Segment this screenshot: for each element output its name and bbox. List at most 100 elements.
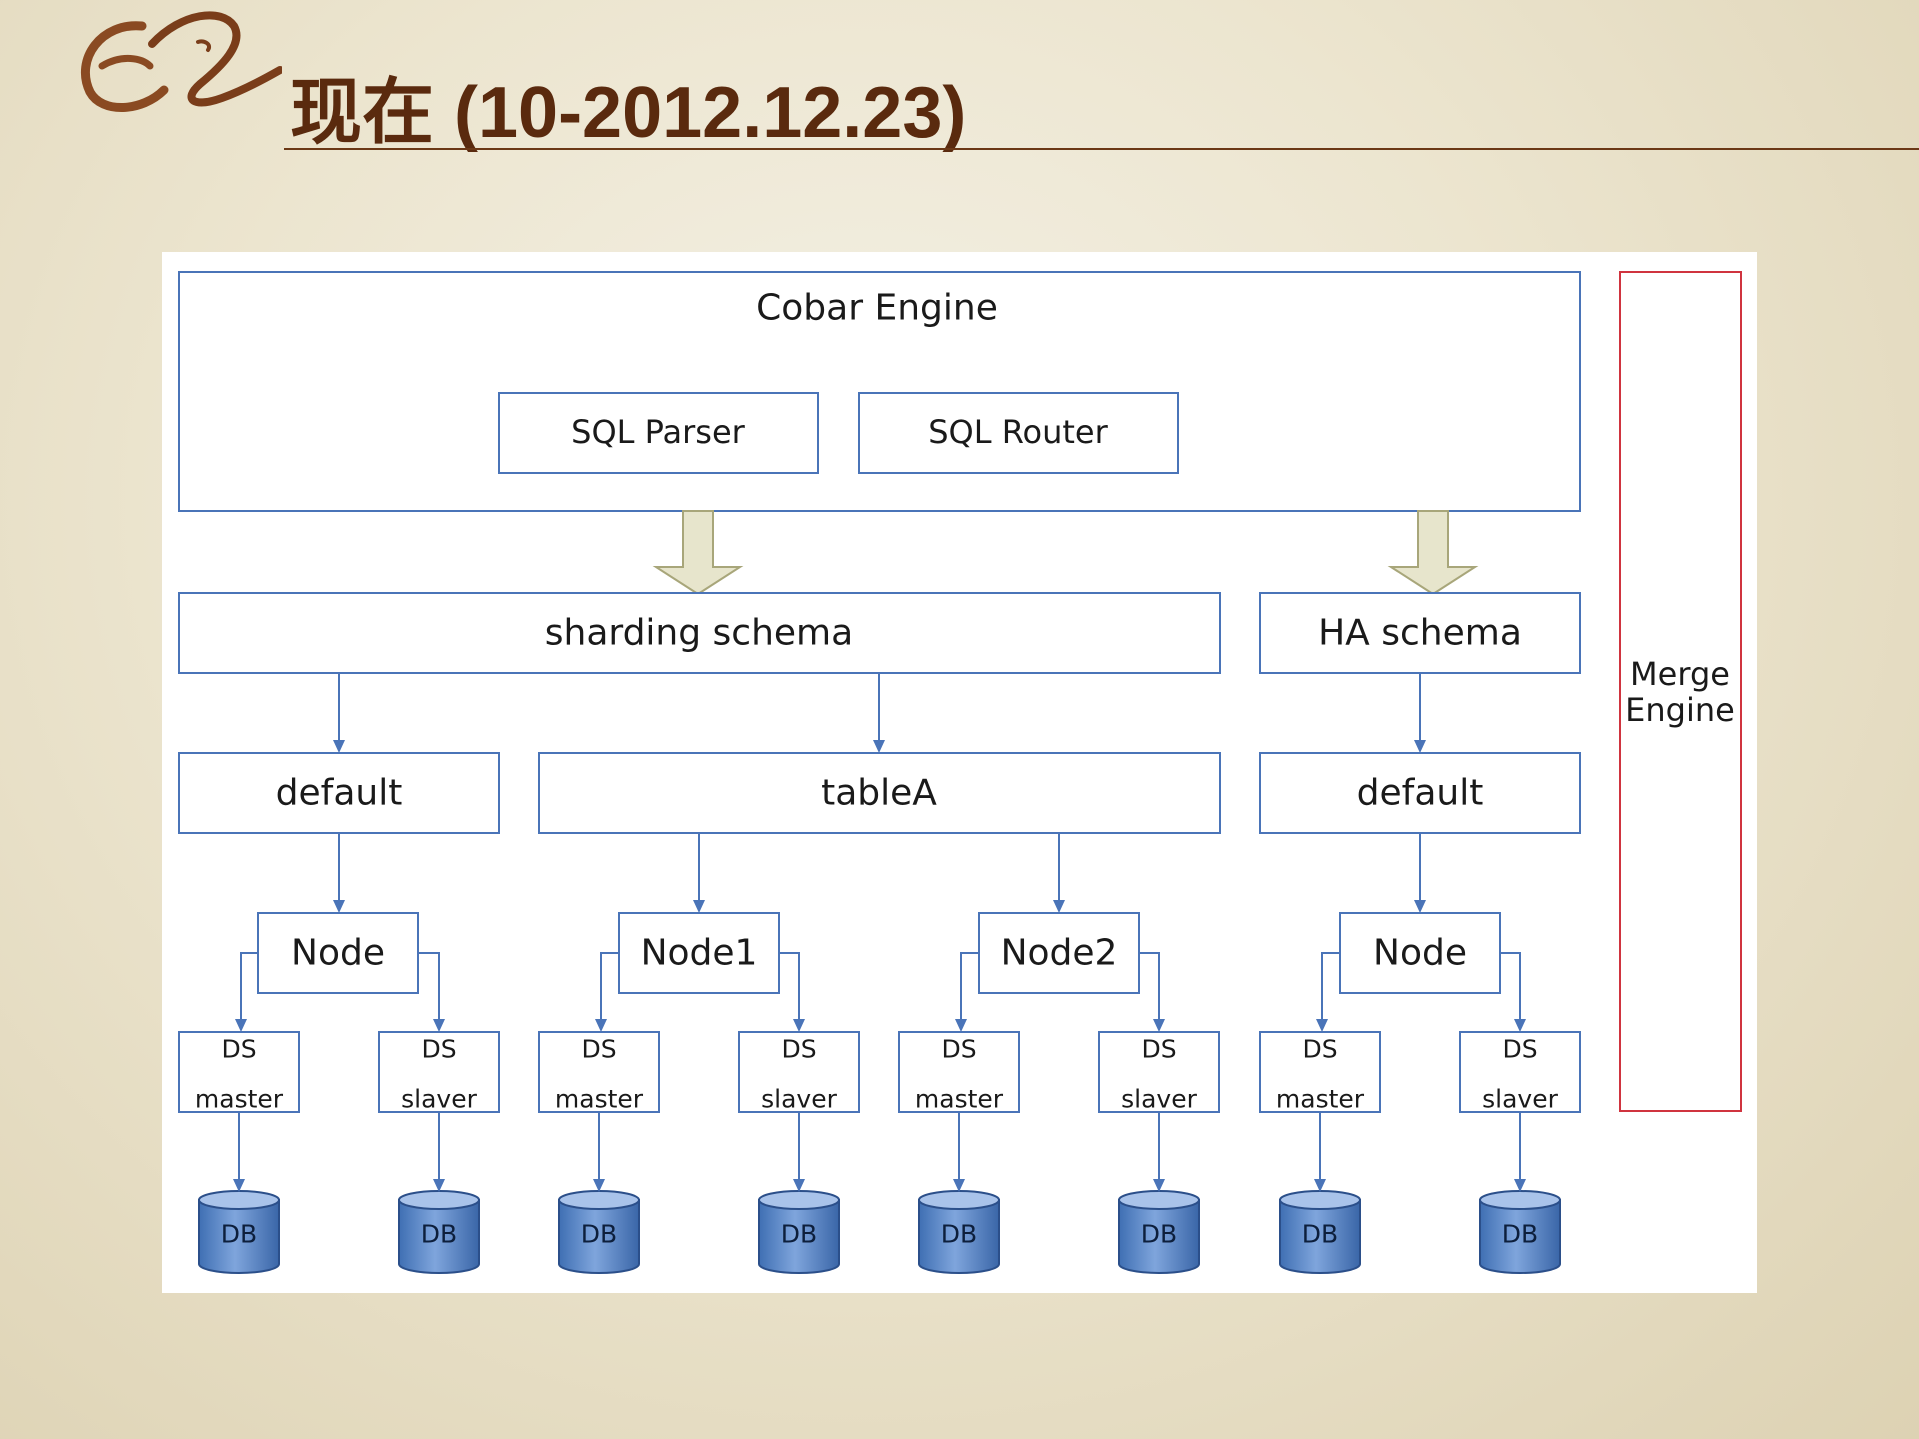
cobar-engine: Cobar Engine <box>178 271 1581 512</box>
sharding-schema: sharding schema <box>178 592 1221 674</box>
db-label: DB <box>421 1220 457 1249</box>
connector-node-1-ds-0-head <box>595 1019 607 1032</box>
ds-role-label: slaver <box>401 1085 477 1114</box>
arrow-ds-to-db-6-head <box>1314 1179 1326 1192</box>
ds-box-slaver: DS slaver <box>738 1031 860 1114</box>
ds-role-label: master <box>195 1085 284 1114</box>
ds-label: DS <box>1502 1035 1537 1064</box>
node1-tablea: Node1 <box>618 912 780 994</box>
database-icon: DB <box>1479 1190 1561 1274</box>
sharding-schema-label: sharding schema <box>545 613 853 654</box>
ds-label: DS <box>221 1035 256 1064</box>
connector-node-0-ds-1 <box>418 952 440 1020</box>
ds-box-slaver: DS slaver <box>1459 1031 1581 1114</box>
database-icon: DB <box>1118 1190 1200 1274</box>
node1-label: Node1 <box>641 933 758 974</box>
connector-node-2-ds-0-head <box>955 1019 967 1032</box>
merge-engine-label-line2: Engine <box>1625 691 1735 729</box>
db-label: DB <box>941 1220 977 1249</box>
ds-label: DS <box>781 1035 816 1064</box>
ds-role-label: master <box>915 1085 1004 1114</box>
connector-node-2-ds-1 <box>1139 952 1160 1020</box>
connector-node-2-ds-1-head <box>1153 1019 1165 1032</box>
connector-node-3-ds-1-head <box>1514 1019 1526 1032</box>
merge-engine-label-line1: Merge <box>1630 655 1730 693</box>
connector-node-3-ds-0-head <box>1316 1019 1328 1032</box>
arrow-sharding-to-tablea-head <box>873 740 885 753</box>
table-default-label: default <box>276 773 403 814</box>
node-default-ha: Node <box>1339 912 1501 994</box>
alibaba-logo-icon <box>81 11 282 112</box>
arrow-ha-default-to-node-head <box>1414 900 1426 913</box>
ds-box-slaver: DS slaver <box>378 1031 500 1114</box>
arrow-ds-to-db-0-head <box>233 1179 245 1192</box>
node-label: Node <box>291 933 385 974</box>
database-icon: DB <box>558 1190 640 1274</box>
ds-label: DS <box>421 1035 456 1064</box>
flow-arrow-sharding <box>652 510 744 596</box>
connector-node-2-ds-0 <box>960 952 979 1020</box>
db-label: DB <box>1141 1220 1177 1249</box>
ds-role-label: slaver <box>1482 1085 1558 1114</box>
arrow-ds-to-db-5-head <box>1153 1179 1165 1192</box>
ds-box-slaver: DS slaver <box>1098 1031 1220 1114</box>
ha-schema-label: HA schema <box>1318 613 1522 654</box>
db-label: DB <box>781 1220 817 1249</box>
slide-title: 现在 (10-2012.12.23) <box>290 73 967 153</box>
ds-label: DS <box>941 1035 976 1064</box>
arrow-sharding-to-default-head <box>333 740 345 753</box>
ha-schema: HA schema <box>1259 592 1581 674</box>
database-icon: DB <box>1279 1190 1361 1274</box>
node-ha-label: Node <box>1373 933 1467 974</box>
db-label: DB <box>221 1220 257 1249</box>
database-icon: DB <box>398 1190 480 1274</box>
arrow-ds-to-db-7-head <box>1514 1179 1526 1192</box>
table-tablea-label: tableA <box>821 773 937 814</box>
cobar-engine-label: Cobar Engine <box>756 288 998 329</box>
node-default-sharding: Node <box>257 912 419 994</box>
connector-node-1-ds-1-head <box>793 1019 805 1032</box>
connector-node-0-ds-0 <box>240 952 258 1020</box>
table-default-ha: default <box>1259 752 1581 834</box>
connector-node-1-ds-1 <box>779 952 800 1020</box>
arrow-ds-to-db-3-head <box>793 1179 805 1192</box>
ds-role-label: slaver <box>1121 1085 1197 1114</box>
table-default-sharding: default <box>178 752 500 834</box>
connector-node-0-ds-0-head <box>235 1019 247 1032</box>
arrow-ha-to-default-head <box>1414 740 1426 753</box>
node2-label: Node2 <box>1001 933 1118 974</box>
ds-label: DS <box>1141 1035 1176 1064</box>
arrow-default-to-node-head <box>333 900 345 913</box>
connector-node-1-ds-0 <box>600 952 619 1020</box>
ds-label: DS <box>581 1035 616 1064</box>
db-label: DB <box>1502 1220 1538 1249</box>
ds-role-label: slaver <box>761 1085 837 1114</box>
arrow-tablea-to-node1-head <box>693 900 705 913</box>
node2-tablea: Node2 <box>978 912 1140 994</box>
sql-parser-label: SQL Parser <box>571 413 745 451</box>
ds-box-master: DS master <box>178 1031 300 1114</box>
flow-arrow-ha <box>1387 510 1479 596</box>
merge-engine: Merge Engine <box>1619 271 1742 1112</box>
connector-node-0-ds-1-head <box>433 1019 445 1032</box>
title-underline <box>284 148 1919 150</box>
architecture-diagram: Cobar Engine SQL Parser SQL Router Merge… <box>162 252 1757 1293</box>
database-icon: DB <box>918 1190 1000 1274</box>
database-icon: DB <box>758 1190 840 1274</box>
arrow-ds-to-db-2-head <box>593 1179 605 1192</box>
sql-parser: SQL Parser <box>498 392 819 474</box>
arrow-ds-to-db-1-head <box>433 1179 445 1192</box>
table-tablea: tableA <box>538 752 1221 834</box>
ds-role-label: master <box>1276 1085 1365 1114</box>
db-label: DB <box>1302 1220 1338 1249</box>
arrow-ds-to-db-4-head <box>953 1179 965 1192</box>
sql-router: SQL Router <box>858 392 1179 474</box>
table-default-ha-label: default <box>1357 773 1484 814</box>
sql-router-label: SQL Router <box>928 413 1108 451</box>
arrow-tablea-to-node2-head <box>1053 900 1065 913</box>
database-icon: DB <box>198 1190 280 1274</box>
connector-node-3-ds-0 <box>1321 952 1340 1020</box>
connector-node-3-ds-1 <box>1500 952 1521 1020</box>
